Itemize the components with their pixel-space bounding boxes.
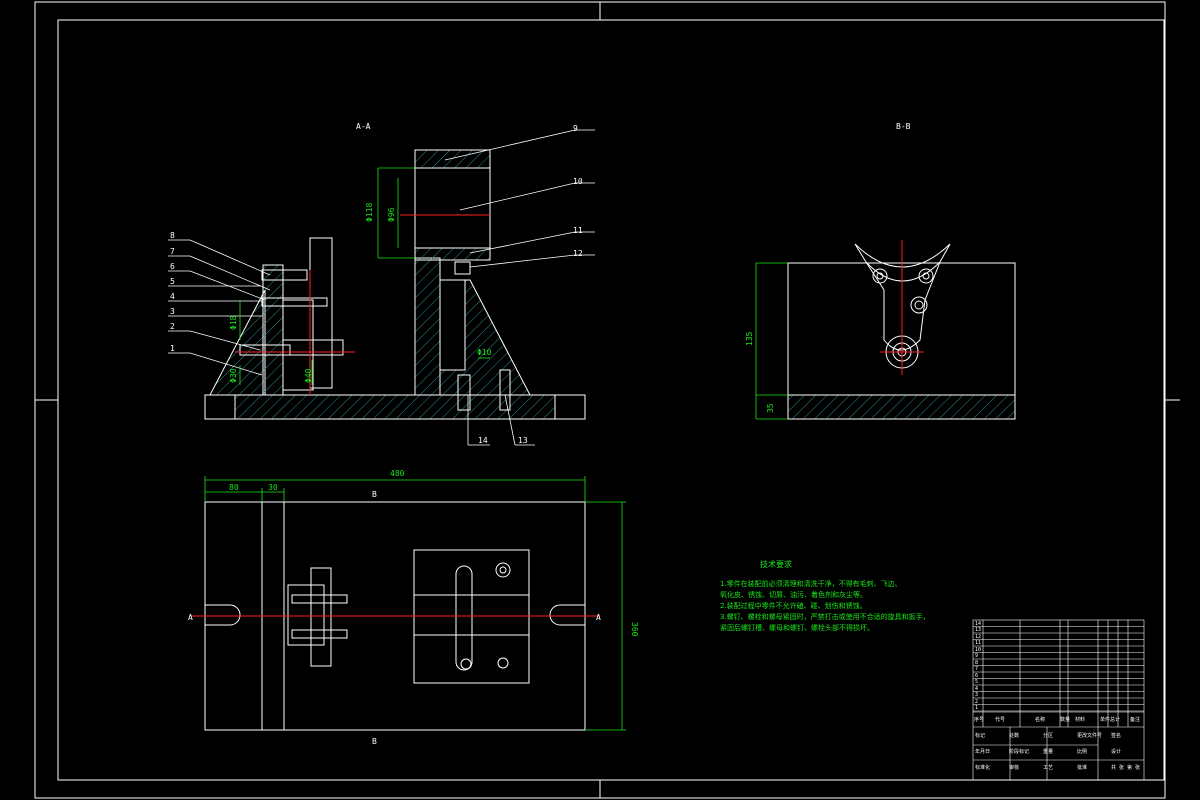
title-block-row-number: 9 xyxy=(975,653,979,659)
part-label-5: 5 xyxy=(170,277,175,286)
dim-overall-length: 480 xyxy=(390,469,405,478)
dim-left-offset-b: 30 xyxy=(268,483,278,492)
title-block-header-cell: 数量 xyxy=(1060,717,1071,723)
part-label-14: 14 xyxy=(478,436,488,445)
section-bb-view xyxy=(787,240,1016,420)
title-block-header-cell: 备注 xyxy=(1130,717,1141,723)
title-block-row-number: 14 xyxy=(975,620,982,627)
title-block-row-number: 11 xyxy=(975,640,982,646)
title-block-footer-cell: 标记 xyxy=(975,733,986,739)
plan-mark-right: A xyxy=(596,613,601,622)
dim-width: 360 xyxy=(630,622,639,637)
title-block-footer-cell: 设计 xyxy=(1111,749,1122,755)
part-label-4: 4 xyxy=(170,292,175,301)
plan-dimensions xyxy=(204,476,626,731)
part-label-11: 11 xyxy=(573,226,583,235)
title-block-footer-cell: 年月日 xyxy=(975,749,991,755)
plan-mark-top: B xyxy=(372,490,377,499)
tech-notes-body: 1.零件在装配前必须清理和清洗干净，不得有毛刺、飞边、 氧化皮、锈蚀、切屑、油污… xyxy=(720,579,960,634)
tech-note-line: 2.装配过程中零件不允许磕、碰、划伤和锈蚀。 xyxy=(720,602,867,610)
title-block-row-number: 2 xyxy=(975,698,979,705)
part-label-3: 3 xyxy=(170,307,175,316)
plan-mark-left: A xyxy=(188,613,193,622)
dim-bb-base: 35 xyxy=(766,403,775,413)
title-block-footer-cell: 审核 xyxy=(1009,765,1020,771)
title-block-footer-cell: 签名 xyxy=(1111,733,1122,739)
part-label-9: 9 xyxy=(573,124,578,133)
title-block-header-cell: 名称 xyxy=(1035,717,1046,723)
dim-pin: Φ10 xyxy=(477,348,492,357)
title-block-footer-cell: 处数 xyxy=(1009,733,1020,739)
title-block-footer-cell: 阶段标记 xyxy=(1009,749,1030,755)
dim-bore-b: Φ96 xyxy=(387,207,396,222)
title-block-row-number: 13 xyxy=(975,627,982,633)
title-block-grid xyxy=(972,619,1145,781)
title-block-row-number: 10 xyxy=(975,646,982,653)
title-block-footer-cell: 分区 xyxy=(1043,733,1054,739)
sheet-frame xyxy=(34,1,1180,799)
part-label-1: 1 xyxy=(170,344,175,353)
title-block-header-cell: 单件 xyxy=(1100,717,1111,723)
title-block-footer-cell: 标准化 xyxy=(975,765,991,771)
title-block-row-number: 8 xyxy=(975,659,979,666)
tech-note-line: 1.零件在装配前必须清理和清洗干净，不得有毛刺、飞边、 xyxy=(720,580,902,588)
title-block-row-number: 7 xyxy=(975,666,979,672)
title-block-footer-cell: 批准 xyxy=(1077,765,1088,771)
title-block-footer-cell: 比例 xyxy=(1077,749,1088,755)
part-label-6: 6 xyxy=(170,262,175,271)
dim-bore-a: Φ118 xyxy=(365,203,374,222)
dim-left-offset-a: 80 xyxy=(229,483,239,492)
title-block-footer-cell: 更改文件号 xyxy=(1077,733,1103,739)
part-label-2: 2 xyxy=(170,322,175,331)
dim-side-b: Φ30 xyxy=(229,368,238,383)
title-block-row-number: 5 xyxy=(975,679,979,685)
dim-side-a: Φ18 xyxy=(229,315,238,330)
part-label-12: 12 xyxy=(573,249,583,258)
dim-side-c: Φ40 xyxy=(304,368,313,383)
title-block-row-number: 1 xyxy=(975,705,979,711)
title-block-footer-cell: 工艺 xyxy=(1043,765,1054,771)
tech-notes-title: 技术要求 xyxy=(760,560,792,569)
title-block-row-number: 4 xyxy=(975,685,979,692)
title-block-row-number: 6 xyxy=(975,672,979,679)
title-block-header-cell: 材料 xyxy=(1075,717,1086,723)
title-block-rows xyxy=(973,626,1144,712)
part-label-7: 7 xyxy=(170,247,175,256)
title-block-header-cell: 序号 xyxy=(974,717,985,723)
tech-note-line: 氧化皮、锈蚀、切屑、油污、着色剂和灰尘等。 xyxy=(720,591,867,599)
leaders-right xyxy=(444,129,595,446)
bb-dimensions xyxy=(755,262,788,420)
aa-dimensions xyxy=(239,167,490,385)
title-block-header-cell: 总计 xyxy=(1110,717,1121,723)
part-label-10: 10 xyxy=(573,177,583,186)
tech-note-line: 紧固后螺钉槽、螺母和螺钉、螺栓头部不得损坏。 xyxy=(720,624,874,632)
plan-mark-bottom: B xyxy=(372,737,377,746)
part-label-13: 13 xyxy=(518,436,528,445)
plan-view xyxy=(190,501,600,731)
tech-note-line: 3.螺钉、螺栓和螺母紧固时，严禁打击或使用不合适的旋具和扳手， xyxy=(720,613,930,621)
title-block-row-number: 3 xyxy=(975,692,979,698)
title-block-row-number: 12 xyxy=(975,633,982,640)
title-block-footer-cell: 重量 xyxy=(1043,749,1054,755)
section-aa-view xyxy=(204,149,586,420)
view-label-aa: A-A xyxy=(356,122,371,131)
leaders-left xyxy=(168,239,271,376)
part-label-8: 8 xyxy=(170,231,175,240)
dim-bb-height: 135 xyxy=(745,331,754,346)
view-label-bb: B-B xyxy=(896,122,911,131)
title-block-header-cell: 代号 xyxy=(995,717,1006,723)
title-block-footer-cell: 共 张 第 张 xyxy=(1111,765,1141,771)
